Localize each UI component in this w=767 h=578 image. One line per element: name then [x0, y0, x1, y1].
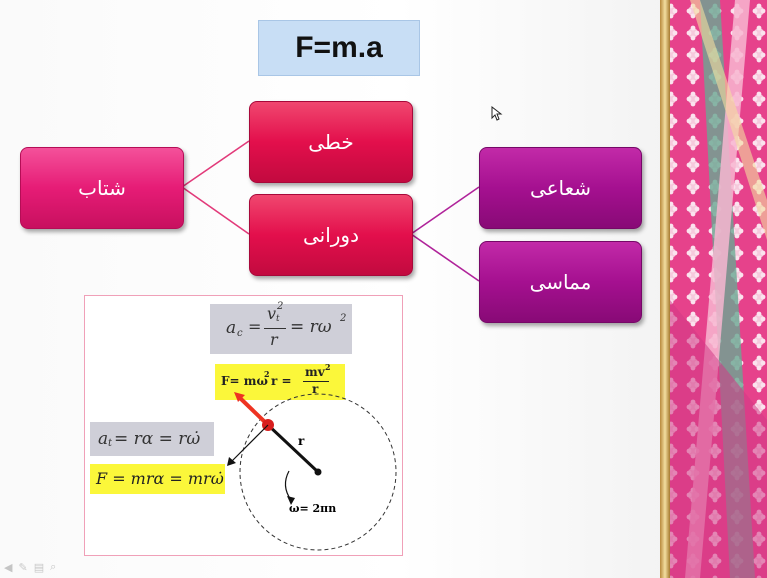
node-tangential[interactable]: مماسی [479, 241, 642, 323]
slide: F=m.a شتاب خطی دورانی شعاعی مماسی a c = … [0, 0, 666, 578]
tangential-accel-formula: a t = rα = rω̇ [90, 422, 214, 456]
decorative-border [660, 0, 767, 578]
center-point [314, 468, 322, 476]
node-radial-label: شعاعی [529, 176, 592, 200]
radius-label: r [298, 434, 305, 448]
node-rotational-label: دورانی [302, 223, 359, 247]
centripetal-accel-num-sup: 2 [277, 301, 284, 312]
gold-ribbon [690, 0, 767, 240]
tangential-accel-lhs: a [98, 429, 109, 449]
centripetal-force-mid: r = [271, 374, 292, 388]
node-radial[interactable]: شعاعی [479, 147, 642, 229]
slideshow-toolbar: ◀ ✎ ▤ ⌕ [4, 558, 94, 576]
centripetal-arrow-head [234, 392, 245, 402]
node-acceleration-label: شتاب [78, 176, 126, 200]
omega-label: ω= 2πn [289, 502, 337, 515]
centripetal-force-num-sup: 2 [325, 362, 331, 372]
connector-acceleration-rotational [181, 186, 250, 235]
connector-rotational-tangential [410, 233, 480, 282]
centripetal-force-sup: 2 [264, 369, 270, 379]
centripetal-accel-numerator: v [267, 304, 277, 323]
radius-line [266, 423, 320, 474]
connector-rotational-radial [410, 186, 480, 235]
rotation-diagram [227, 392, 397, 551]
tangent-arrow-head [227, 457, 236, 466]
tangential-force-text: F = mrα = mrω̇ [96, 469, 224, 488]
centripetal-force-denominator: r [312, 382, 319, 396]
centripetal-accel-formula: a c = v 2 t r = rω 2 [210, 301, 352, 354]
prev-icon[interactable]: ◀ [4, 560, 13, 574]
tangential-force-formula: F = mrα = mrω̇ [90, 464, 225, 494]
centripetal-accel-lhs-sub: c [237, 328, 243, 339]
centripetal-force-prefix: F= mω [221, 374, 268, 388]
gold-stripe [660, 0, 670, 578]
magenta-wave [670, 300, 767, 578]
node-linear-label: خطی [308, 130, 354, 154]
centripetal-accel-eq1: = [248, 317, 262, 336]
node-acceleration[interactable]: شتاب [20, 147, 184, 229]
centripetal-accel-num-sub: t [276, 314, 280, 324]
menu-icon[interactable]: ▤ [33, 560, 45, 574]
fraction-bar [303, 381, 329, 382]
omega-arrow-head [287, 496, 295, 505]
node-linear[interactable]: خطی [249, 101, 413, 183]
centripetal-accel-eq2: = rω [290, 317, 332, 337]
rotation-circle [239, 393, 397, 551]
tangential-accel-rest: = rα = rω̇ [114, 429, 201, 449]
node-tangential-label: مماسی [529, 270, 592, 294]
node-rotational[interactable]: دورانی [249, 194, 413, 276]
centripetal-accel-lhs: a [226, 318, 237, 338]
mindmap-connectors [181, 140, 480, 282]
pen-icon[interactable]: ✎ [18, 560, 28, 574]
tangent-line [230, 424, 269, 463]
centripetal-force-numerator: mv [305, 365, 325, 379]
slide-title: F=m.a [295, 31, 383, 64]
mouse-cursor-icon [491, 106, 503, 121]
connector-acceleration-linear [181, 140, 250, 188]
formula-panel: a c = v 2 t r = rω 2 F= mω 2 r = mv 2 r … [84, 295, 403, 556]
tangential-accel-lhs-sub: t [108, 438, 113, 449]
centripetal-accel-denominator: r [270, 330, 278, 349]
fraction-bar [264, 328, 286, 329]
centripetal-arrow-shaft [238, 396, 270, 427]
title-box: F=m.a [258, 20, 420, 76]
search-icon[interactable]: ⌕ [50, 560, 57, 573]
omega-arc [284, 470, 292, 501]
centripetal-accel-sup: 2 [340, 313, 347, 324]
